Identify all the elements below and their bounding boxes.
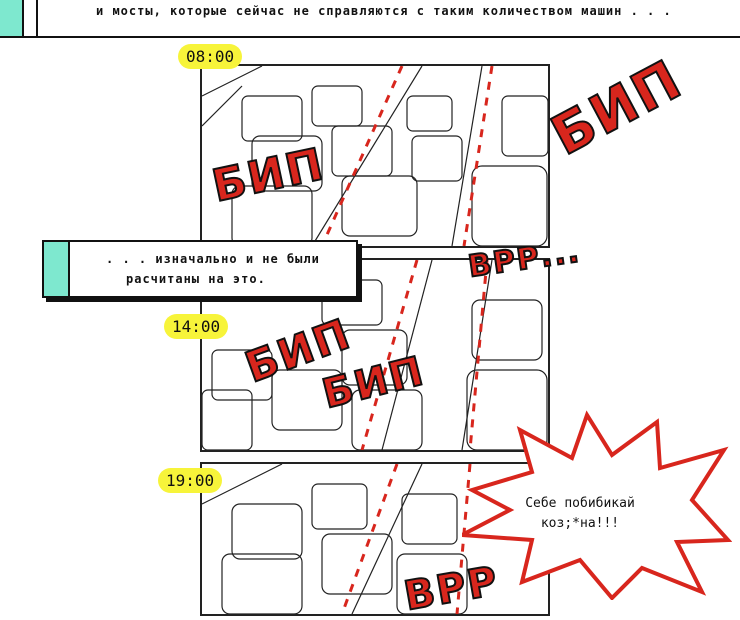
middle-caption-line2: расчитаны на это.	[126, 272, 266, 286]
time-badge-evening: 19:00	[158, 468, 223, 493]
traffic-panel-morning	[200, 64, 550, 248]
traffic-panel-afternoon	[200, 258, 550, 452]
time-badge-morning: 08:00	[178, 44, 243, 69]
teal-accent-tab	[0, 0, 24, 38]
middle-caption-line1: . . . изначально и не были	[106, 252, 320, 266]
teal-accent-tab	[42, 240, 70, 298]
speech-burst-line1: Себе побибикай	[525, 496, 635, 511]
caption-divider	[36, 0, 38, 36]
traffic-jam-illustration	[202, 464, 472, 614]
speech-burst	[462, 410, 732, 600]
speech-burst-text: Себе побибикай коз;*на!!!	[500, 494, 660, 534]
sfx-bip-big: БИП	[540, 46, 693, 168]
time-badge-afternoon: 14:00	[164, 314, 229, 339]
top-caption-text: и мосты, которые сейчас не справляются с…	[96, 4, 672, 18]
top-caption-strip: и мосты, которые сейчас не справляются с…	[0, 0, 740, 38]
speech-burst-line2: коз;*на!!!	[540, 516, 620, 531]
traffic-jam-illustration	[202, 66, 548, 246]
middle-caption-box: . . . изначально и не были расчитаны на …	[42, 240, 358, 298]
